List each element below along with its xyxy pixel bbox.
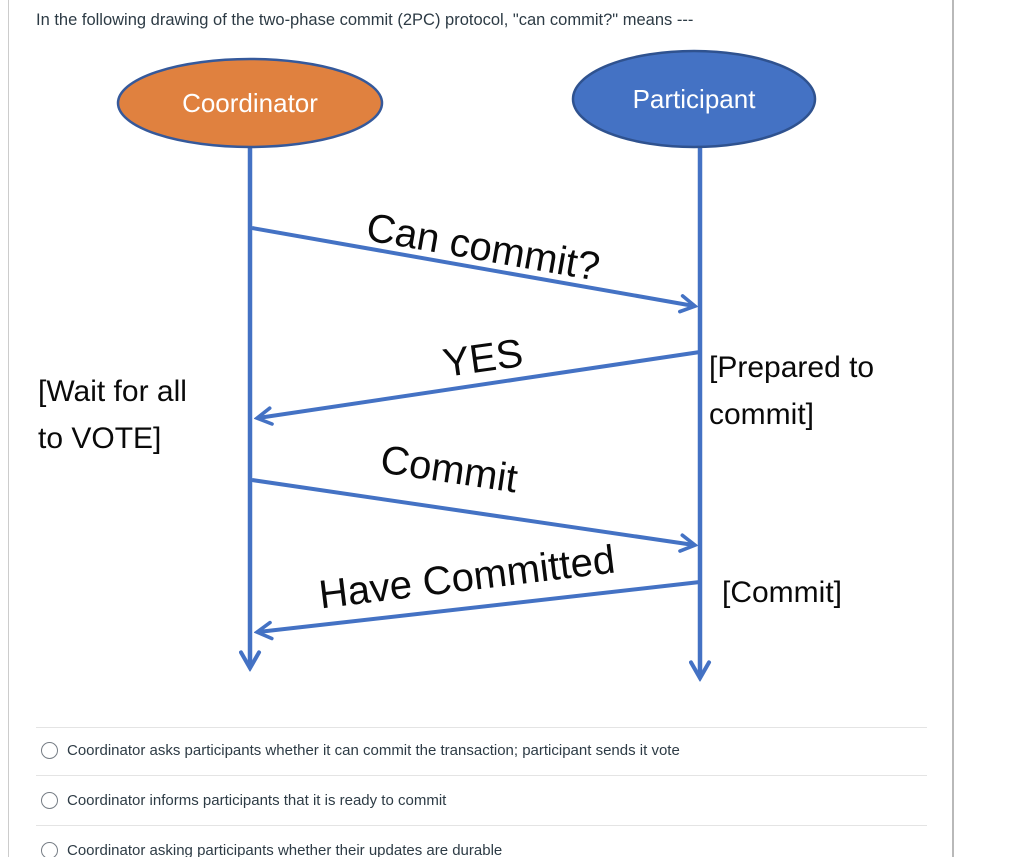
have-committed-arrow <box>258 580 701 632</box>
answer-option-label: Coordinator informs participants that it… <box>67 791 447 809</box>
answer-options: Coordinator asks participants whether it… <box>0 700 955 857</box>
commit-arrow <box>251 478 694 545</box>
answer-option-3[interactable]: Coordinator asking participants whether … <box>41 838 502 857</box>
answer-option-label: Coordinator asking participants whether … <box>67 841 503 857</box>
radio-button[interactable] <box>41 841 58 857</box>
radio-button[interactable] <box>41 741 58 759</box>
option-divider <box>36 727 927 728</box>
radio-button[interactable] <box>41 791 58 809</box>
coordinator-ellipse <box>116 57 384 149</box>
participant-label: Participant <box>633 84 757 114</box>
can-commit-arrow <box>251 226 694 306</box>
answer-option-1[interactable]: Coordinator asks participants whether it… <box>41 738 680 762</box>
option-divider <box>36 775 927 776</box>
diagram-canvas: Coordinator Participant <box>116 49 817 690</box>
yes-arrow <box>258 350 701 418</box>
commit-state-annotation: [Commit] <box>722 576 842 609</box>
coordinator-label: Coordinator <box>182 88 318 118</box>
content-left-border <box>8 0 9 857</box>
participant-ellipse <box>571 49 817 149</box>
answer-option-2[interactable]: Coordinator informs participants that it… <box>41 788 446 812</box>
answer-option-label: Coordinator asks participants whether it… <box>67 741 680 759</box>
question-title: In the following drawing of the two-phas… <box>36 11 694 29</box>
option-divider <box>36 825 927 826</box>
prepared-to-commit-annotation: [Prepared to commit] <box>709 351 875 431</box>
wait-for-all-to-vote-annotation: [Wait for all to VOTE] <box>38 375 187 455</box>
content-right-border <box>952 0 954 857</box>
2pc-sequence-diagram: Coordinator Participant Can commit? YES … <box>38 49 875 700</box>
